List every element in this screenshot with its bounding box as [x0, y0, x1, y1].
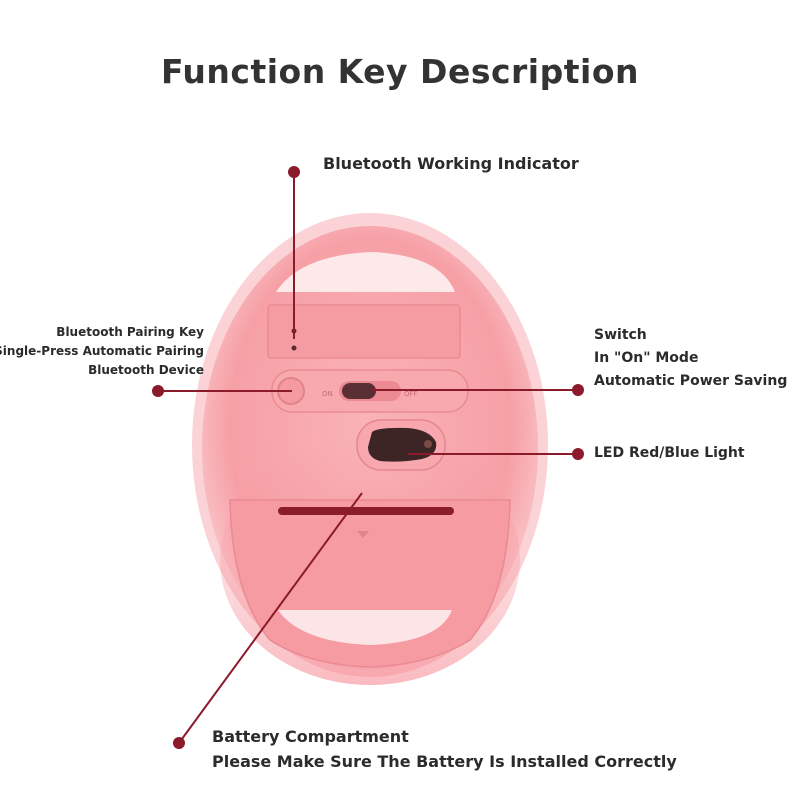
top-foot-pad — [276, 252, 455, 292]
callout-switch-line-2: In "On" Mode — [594, 350, 699, 366]
switch-off-mark: OFF — [404, 390, 418, 398]
callout-battery-line-2: Please Make Sure The Battery Is Installe… — [212, 752, 677, 771]
callout-dot-battery — [173, 737, 185, 749]
callout-battery: Battery Compartment Please Make Sure The… — [212, 724, 677, 774]
indicator-panel — [267, 304, 461, 359]
callout-bluetooth-indicator: Bluetooth Working Indicator — [323, 154, 579, 173]
callout-pairing-line-3: Bluetooth Device — [88, 363, 204, 377]
callout-switch-line-1: Switch — [594, 327, 647, 343]
battery-cover-slot — [278, 507, 454, 515]
callout-switch-line-3: Automatic Power Saving — [594, 373, 788, 389]
page-title: Function Key Description — [161, 52, 639, 91]
callout-pairing-key: Bluetooth Pairing Key Single-Press Autom… — [0, 323, 204, 380]
callout-switch: Switch In "On" Mode Automatic Power Savi… — [594, 324, 787, 393]
callout-dot-pairing — [152, 385, 164, 397]
callout-line-battery — [178, 492, 363, 744]
callout-dot-led — [572, 448, 584, 460]
callout-led: LED Red/Blue Light — [594, 445, 745, 461]
callout-pairing-line-1: Bluetooth Pairing Key — [56, 325, 204, 339]
callout-dot-indicator — [288, 166, 300, 178]
led-lens — [424, 440, 432, 448]
callout-pairing-line-2: Single-Press Automatic Pairing — [0, 344, 204, 358]
switch-on-mark: ON — [322, 390, 333, 398]
bluetooth-indicator-dot-2 — [291, 345, 297, 351]
callout-battery-line-1: Battery Compartment — [212, 727, 409, 746]
power-switch-knob[interactable] — [342, 383, 376, 399]
bottom-foot-pad — [278, 610, 452, 645]
callout-dot-switch — [572, 384, 584, 396]
battery-cover-arrow-icon — [357, 531, 369, 538]
